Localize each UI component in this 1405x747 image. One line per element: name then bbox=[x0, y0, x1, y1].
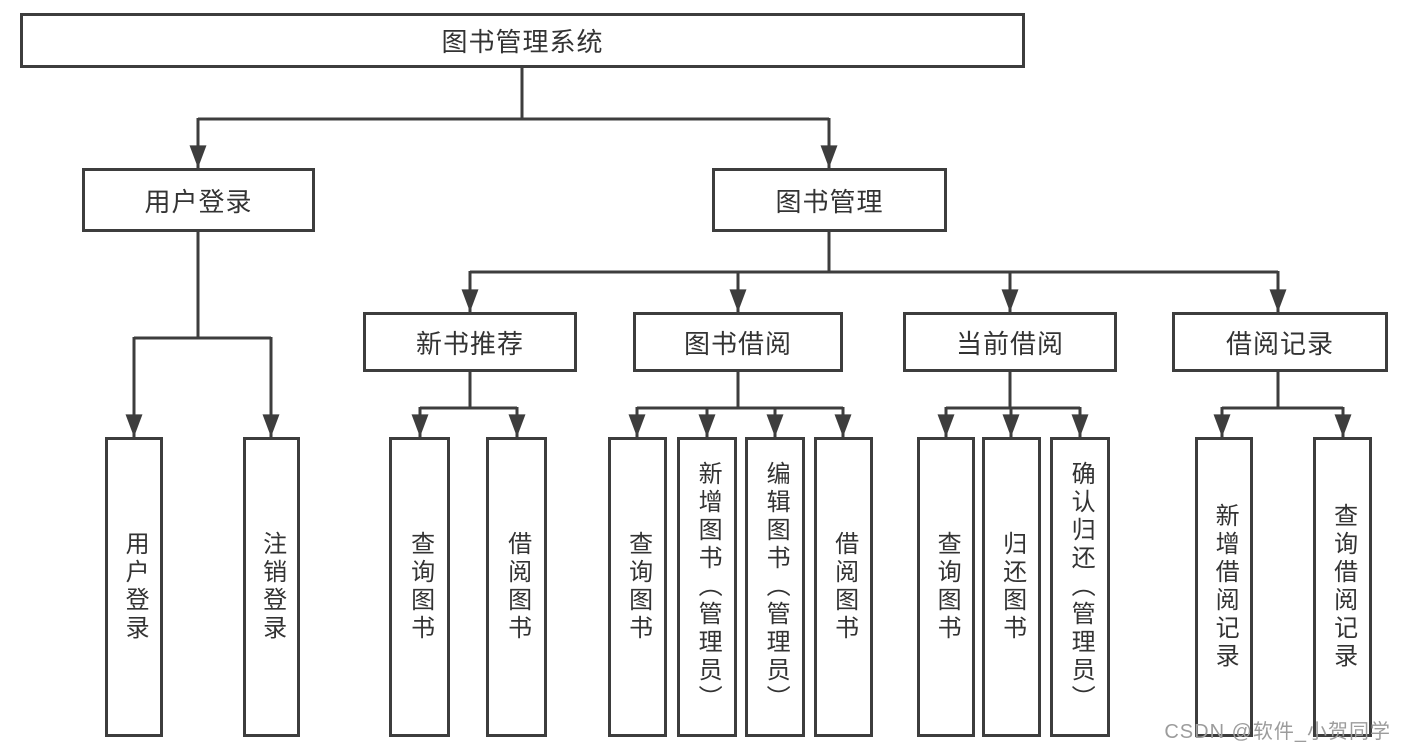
connector-book-management-trunk bbox=[470, 232, 1278, 274]
leaf-borrow-borrow-books-label: 借阅图书 bbox=[830, 531, 858, 643]
node-new-book-recommend: 新书推荐 bbox=[363, 312, 577, 372]
connector-records-trunk bbox=[1222, 372, 1343, 410]
leaf-borrow-borrow-books: 借阅图书 bbox=[814, 437, 873, 737]
node-borrow-records-label: 借阅记录 bbox=[1225, 328, 1334, 359]
connector-user-login-trunk bbox=[134, 232, 271, 340]
connector-borrow-trunk bbox=[637, 372, 843, 410]
leaf-user-login: 用户登录 bbox=[105, 437, 163, 737]
leaf-records-query-record: 查询借阅记录 bbox=[1313, 437, 1372, 737]
leaf-current-query-books-label: 查询图书 bbox=[933, 531, 961, 643]
watermark: CSDN @软件_小贺同学 bbox=[1164, 721, 1391, 743]
leaf-current-return-books: 归还图书 bbox=[982, 437, 1041, 737]
connector-recommend-trunk bbox=[420, 372, 517, 410]
leaf-borrow-query-books: 查询图书 bbox=[608, 437, 667, 737]
node-user-login-label: 用户登录 bbox=[144, 186, 253, 217]
leaf-current-confirm-return-admin: 确认归还（管理员） bbox=[1050, 437, 1110, 737]
leaf-borrow-add-books-admin-label: 新增图书（管理员） bbox=[694, 461, 722, 713]
leaf-borrow-edit-books-admin-label: 编辑图书（管理员） bbox=[762, 461, 790, 713]
node-new-book-recommend-label: 新书推荐 bbox=[415, 328, 524, 359]
leaf-recommend-borrow-books: 借阅图书 bbox=[486, 437, 547, 737]
leaf-recommend-query-books: 查询图书 bbox=[389, 437, 450, 737]
node-root: 图书管理系统 bbox=[20, 13, 1025, 68]
node-current-borrow: 当前借阅 bbox=[903, 312, 1117, 372]
node-root-label: 图书管理系统 bbox=[441, 27, 604, 57]
node-book-borrow-label: 图书借阅 bbox=[683, 328, 792, 359]
leaf-current-confirm-return-admin-label: 确认归还（管理员） bbox=[1067, 461, 1095, 713]
leaf-borrow-edit-books-admin: 编辑图书（管理员） bbox=[745, 437, 805, 737]
connector-current-trunk bbox=[946, 372, 1080, 410]
leaf-logout-label: 注销登录 bbox=[258, 531, 286, 643]
leaf-logout: 注销登录 bbox=[243, 437, 300, 737]
node-current-borrow-label: 当前借阅 bbox=[955, 328, 1064, 359]
node-book-borrow: 图书借阅 bbox=[633, 312, 843, 372]
leaf-recommend-query-books-label: 查询图书 bbox=[406, 531, 434, 643]
leaf-records-query-record-label: 查询借阅记录 bbox=[1329, 503, 1357, 671]
node-borrow-records: 借阅记录 bbox=[1172, 312, 1388, 372]
leaf-current-return-books-label: 归还图书 bbox=[998, 531, 1026, 643]
leaf-user-login-label: 用户登录 bbox=[121, 531, 149, 643]
leaf-borrow-add-books-admin: 新增图书（管理员） bbox=[677, 437, 737, 737]
node-book-management: 图书管理 bbox=[712, 168, 947, 232]
leaf-current-query-books: 查询图书 bbox=[917, 437, 975, 737]
node-user-login: 用户登录 bbox=[82, 168, 315, 232]
connector-root-trunk bbox=[198, 67, 829, 121]
leaf-records-add-record: 新增借阅记录 bbox=[1195, 437, 1253, 737]
leaf-recommend-borrow-books-label: 借阅图书 bbox=[503, 531, 531, 643]
leaf-borrow-query-books-label: 查询图书 bbox=[624, 531, 652, 643]
leaf-records-add-record-label: 新增借阅记录 bbox=[1211, 503, 1239, 671]
node-book-management-label: 图书管理 bbox=[775, 186, 884, 217]
